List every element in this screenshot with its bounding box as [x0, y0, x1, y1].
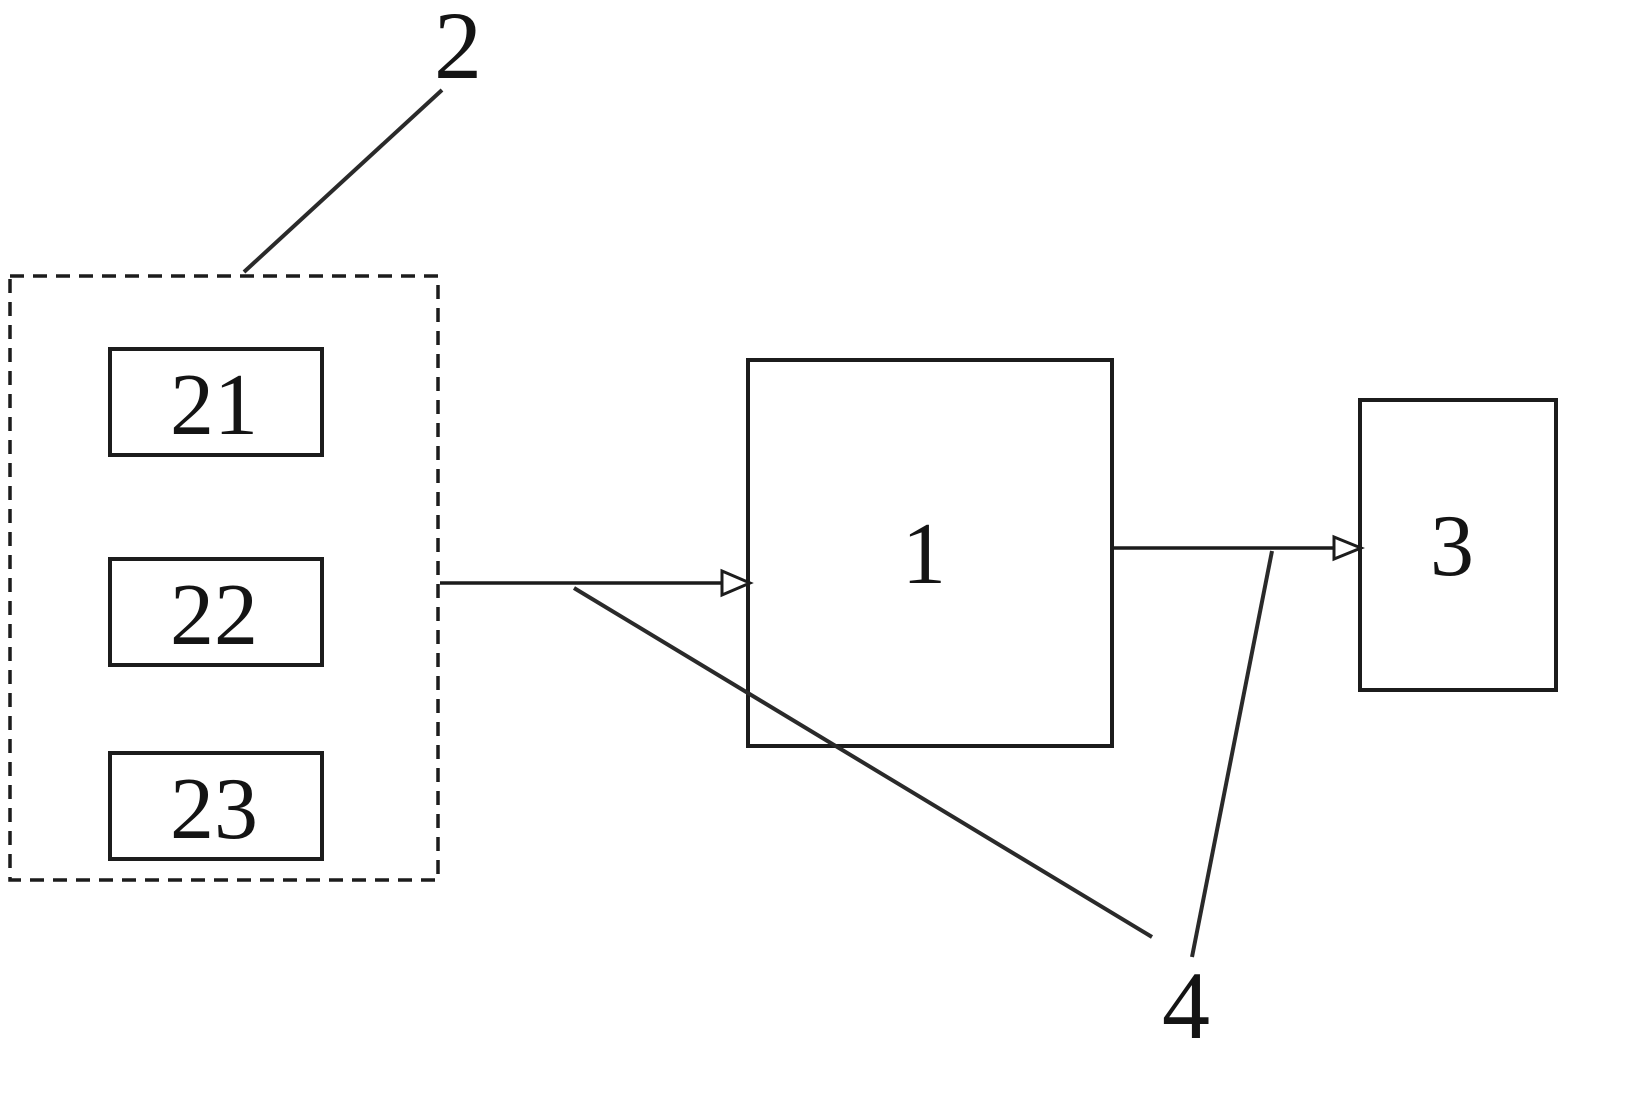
label-21: 21	[170, 357, 258, 454]
label-4-leader-line-right	[1190, 550, 1274, 958]
label-1: 1	[902, 506, 946, 603]
label-4: 4	[1162, 952, 1210, 1059]
box-3	[1358, 398, 1558, 692]
label-2: 2	[434, 0, 482, 99]
label-4-leader-line-left	[572, 586, 1154, 939]
label-3: 3	[1430, 498, 1474, 595]
arrow-1-to-3-head	[1332, 534, 1365, 562]
box-22	[108, 557, 324, 667]
label-22: 22	[170, 567, 258, 664]
box-23	[108, 751, 324, 861]
label-23: 23	[170, 761, 258, 858]
group-2-dashed-box	[8, 274, 440, 882]
box-1	[746, 358, 1114, 748]
arrow-2-to-1-head	[720, 568, 754, 598]
label-2-leader-line	[242, 88, 444, 274]
box-21	[108, 347, 324, 457]
